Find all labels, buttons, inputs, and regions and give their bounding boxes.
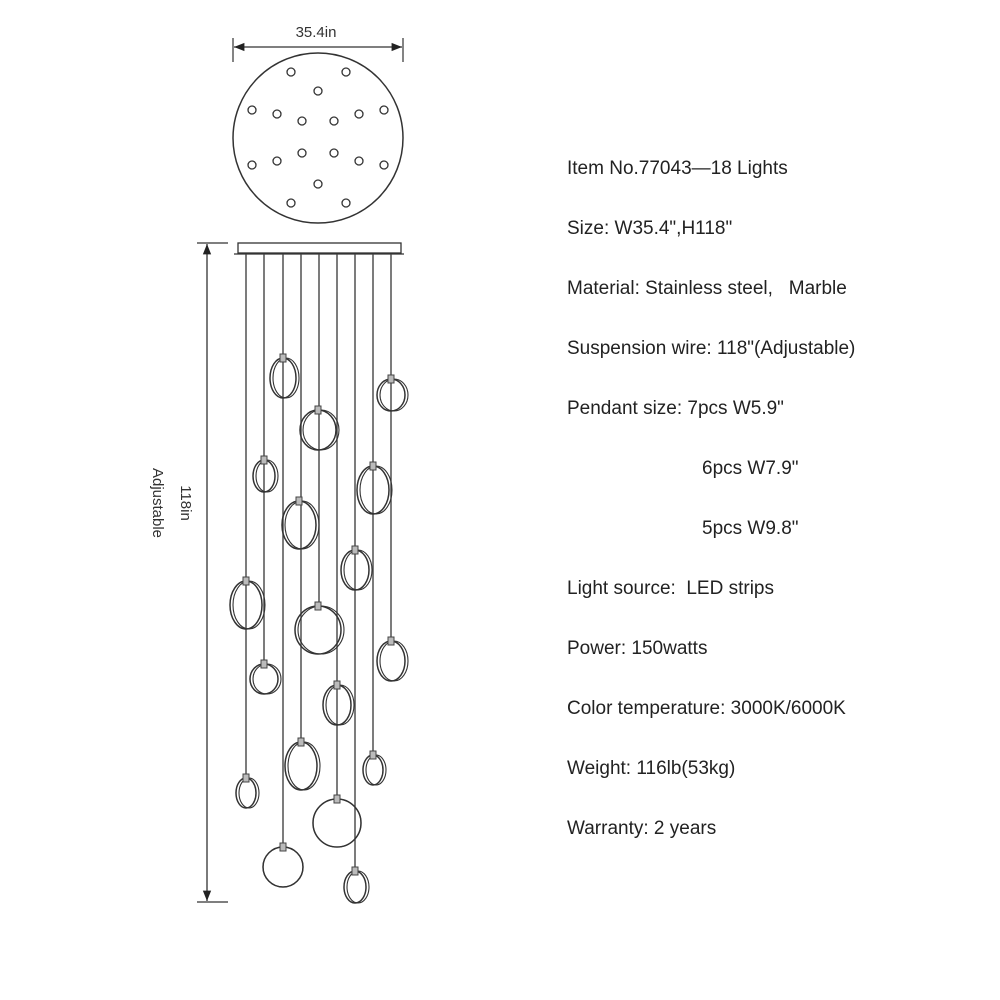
pendant-ring (312, 794, 362, 848)
spec-line: Material: Stainless steel, Marble (567, 278, 847, 299)
canopy-side-view (234, 242, 404, 255)
spec-line: 5pcs W9.8" (702, 518, 799, 539)
pendant-ring (252, 455, 279, 493)
pendant-ring (356, 461, 393, 515)
adjustable-label: Adjustable (149, 468, 166, 538)
pendant-ring (376, 374, 409, 412)
suspension-wires (245, 254, 392, 871)
mounting-hole (286, 198, 296, 208)
spec-line: 6pcs W7.9" (702, 458, 799, 479)
mounting-hole (329, 116, 339, 126)
mounting-hole (313, 179, 323, 189)
pendant-ring (299, 405, 340, 451)
mounting-hole (297, 148, 307, 158)
pendants (229, 353, 409, 904)
pendant-ring (362, 750, 387, 786)
spec-line: Warranty: 2 years (567, 818, 717, 839)
height-label: 118in (177, 485, 194, 521)
mounting-hole (341, 67, 351, 77)
mounting-hole (247, 160, 257, 170)
pendant-ring (249, 659, 282, 695)
pendant-ring (269, 353, 300, 399)
spec-line: Color temperature: 3000K/6000K (567, 698, 846, 719)
width-label: 35.4in (296, 24, 337, 41)
spec-line: Light source: LED strips (567, 578, 774, 599)
pendant-ring (262, 842, 304, 888)
pendant-ring (284, 737, 321, 791)
pendant-ring (343, 866, 370, 904)
spec-line: Power: 150watts (567, 638, 708, 659)
width-dimension: 35.4in (232, 24, 404, 62)
mounting-hole (286, 67, 296, 77)
mounting-hole (329, 148, 339, 158)
spec-line: Size: W35.4",H118" (567, 218, 733, 239)
mounting-hole (272, 109, 282, 119)
pendant-ring (235, 773, 260, 809)
pendant-ring (322, 680, 355, 726)
pendant-ring (281, 496, 320, 550)
pendant-ring (376, 636, 409, 682)
spec-line: Weight: 116lb(53kg) (567, 758, 736, 779)
mounting-hole (272, 156, 282, 166)
mounting-hole (341, 198, 351, 208)
mounting-hole (354, 156, 364, 166)
spec-line: Pendant size: 7pcs W5.9" (567, 398, 784, 419)
mounting-hole (379, 160, 389, 170)
spec-line: Suspension wire: 118"(Adjustable) (567, 338, 856, 359)
spec-line: Item No.77043—18 Lights (567, 158, 788, 179)
mounting-hole (379, 105, 389, 115)
pendant-ring (340, 545, 373, 591)
mounting-hole (313, 86, 323, 96)
mounting-hole (354, 109, 364, 119)
pendant-ring (294, 601, 345, 655)
height-dimension: 118in Adjustable (149, 242, 228, 903)
mounting-hole (297, 116, 307, 126)
pendant-ring (229, 576, 266, 630)
canopy-top-view (232, 52, 404, 224)
mounting-hole (247, 105, 257, 115)
